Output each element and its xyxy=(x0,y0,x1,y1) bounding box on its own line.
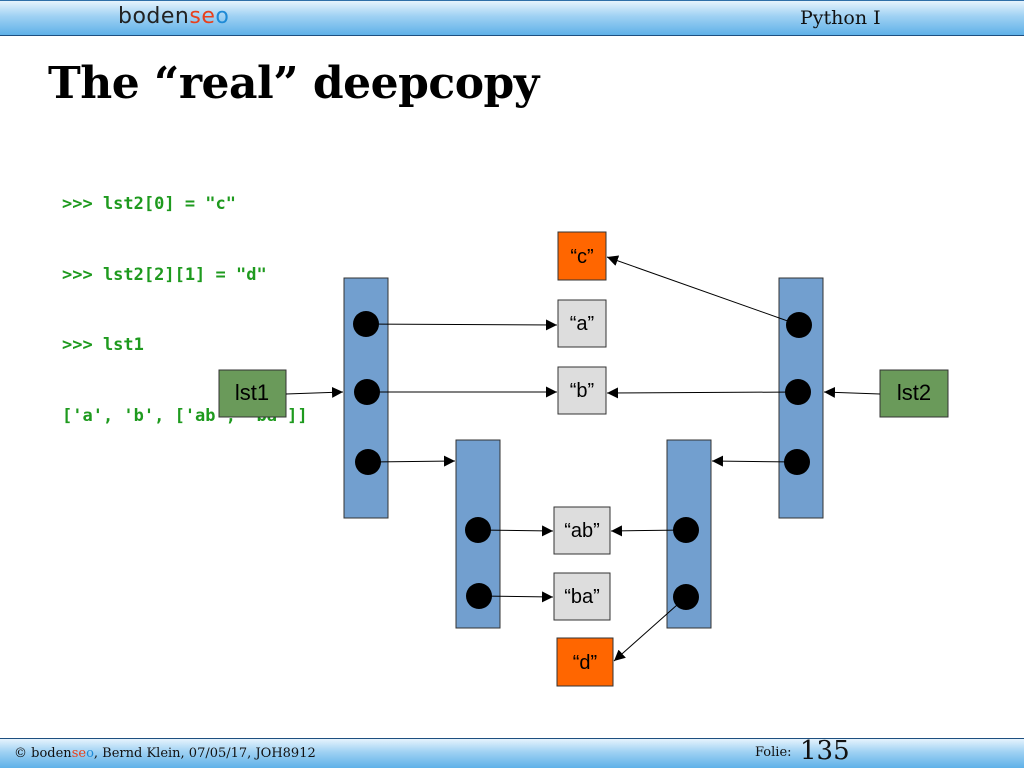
arrow-inner2-1-to-d xyxy=(613,596,687,662)
code-line: >>> lst2[2][1] = "d" xyxy=(62,264,267,285)
arrow-lst1-0-to-a xyxy=(366,319,558,331)
footer-credits: © bodenseo, Bernd Klein, 07/05/17, JOH89… xyxy=(14,746,316,761)
lst2-label: lst2 xyxy=(897,380,931,405)
svg-text:“c”: “c” xyxy=(570,246,593,268)
inner2-slot-1 xyxy=(673,584,699,610)
code-line: ['a', 'b', ['ab', 'ba']] xyxy=(62,405,308,426)
svg-text:“d”: “d” xyxy=(573,652,597,674)
string-ab: “ab” xyxy=(553,506,611,555)
string-d: “d” xyxy=(556,637,614,687)
arrow-lst2-0-to-c xyxy=(606,255,800,326)
string-b: “b” xyxy=(557,366,607,415)
svg-text:“ab”: “ab” xyxy=(564,520,600,542)
string-c: “c” xyxy=(557,231,607,281)
bodenseo-logo: bodenseo xyxy=(118,4,230,29)
inner1-slot-0 xyxy=(465,517,491,543)
arrow-lst2-to-list xyxy=(823,386,881,398)
page-number: 135 xyxy=(800,736,850,766)
folie-label: Folie: xyxy=(755,745,792,760)
arrow-lst1-to-list xyxy=(285,386,344,398)
lst2-slot-1 xyxy=(785,379,811,405)
code-block: >>> lst2[0] = "c" >>> lst2[2][1] = "d" >… xyxy=(62,146,308,452)
course-title: Python I xyxy=(800,7,881,29)
reference-arrows xyxy=(285,255,881,662)
lst2-slot-2 xyxy=(784,449,810,475)
lst2-slot-0 xyxy=(786,312,812,338)
svg-text:“b”: “b” xyxy=(570,380,594,402)
footer-bar xyxy=(0,738,1024,768)
svg-text:“a”: “a” xyxy=(570,313,594,335)
arrow-lst2-2-to-inner xyxy=(711,455,798,467)
header-bar xyxy=(0,0,1024,36)
lst1-variable: lst1 xyxy=(218,369,287,418)
lst2-variable: lst2 xyxy=(879,369,949,418)
slide-title: The “real” deepcopy xyxy=(48,58,539,109)
lst1-slot-0 xyxy=(353,311,379,337)
code-line: >>> lst2[0] = "c" xyxy=(62,194,236,214)
code-line: >>> lst1 xyxy=(62,335,144,355)
lst1-label: lst1 xyxy=(235,380,269,405)
string-ba: “ba” xyxy=(553,572,611,621)
arrow-lst2-1-to-b xyxy=(606,387,799,399)
string-a: “a” xyxy=(557,299,607,348)
reference-dots xyxy=(353,311,812,610)
lst1-slot-1 xyxy=(354,379,380,405)
lst1-slot-2 xyxy=(355,449,381,475)
svg-text:“ba”: “ba” xyxy=(564,586,600,608)
arrow-lst1-2-to-inner xyxy=(367,455,456,467)
inner2-slot-0 xyxy=(673,517,699,543)
inner1-slot-1 xyxy=(466,583,492,609)
